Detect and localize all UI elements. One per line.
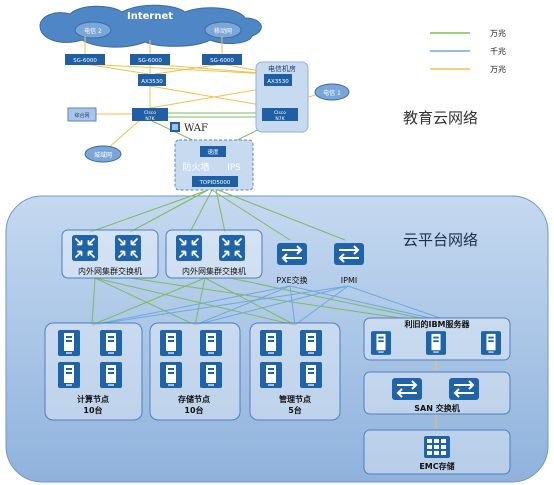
uplink-links <box>89 189 346 241</box>
core-left-model: N7K <box>145 116 155 122</box>
core-left-brand: CIsco <box>144 110 156 116</box>
server-icon <box>200 362 222 388</box>
ips-label: IPS <box>227 163 241 173</box>
server-room-label: 电信机房 <box>268 64 296 73</box>
storage-node-group: 存储节点 10台 <box>149 322 241 421</box>
server-icon <box>160 330 182 356</box>
ax3530-left: AX3530 <box>138 74 166 86</box>
internal-network-box: 综合网 <box>67 107 97 122</box>
san-label: SAN 交换机 <box>414 403 459 413</box>
core-right-model: N7K <box>275 116 285 122</box>
server-icon <box>160 362 182 388</box>
waf-device: WAF <box>170 122 208 134</box>
emc-storage-group: EMC存储 <box>363 429 511 475</box>
legend-label-1: 万兆 <box>490 28 506 38</box>
san-switch-group: SAN 交换机 <box>363 371 511 415</box>
sg-6000-left: SG-6000 <box>65 54 105 65</box>
storage-count: 10台 <box>184 405 203 415</box>
switch-icon <box>176 235 202 261</box>
server-icon <box>300 330 322 356</box>
core-switch-right: CIsco N7K <box>262 108 298 122</box>
sg-6000-mid: SG-6000 <box>130 54 170 65</box>
cloud-isp3-label: 移动网 <box>214 27 232 35</box>
storage-array-icon <box>424 436 450 458</box>
sg-6000-right: SG-6000 <box>202 54 242 65</box>
cluster-switch-pair-left: 内外网集群交换机 <box>61 229 159 279</box>
switch-icon <box>277 243 307 265</box>
mesh-links <box>91 277 441 430</box>
ax-left-label: AX3530 <box>141 79 163 85</box>
mgmt-label: 管理节点 <box>279 394 311 404</box>
ipmi-switch: IPMI <box>334 243 364 285</box>
sg-right-label: SG-6000 <box>210 58 234 64</box>
internal-label: 综合网 <box>74 112 89 119</box>
cloud-campus: 城域网 <box>84 145 122 163</box>
sg-mid-label: SG-6000 <box>138 58 162 64</box>
switch-icon <box>392 378 422 400</box>
cluster-switch-right-label: 内外网集群交换机 <box>182 266 246 276</box>
server-icon <box>426 331 446 355</box>
switch-icon <box>115 235 141 261</box>
switch-icon <box>449 378 479 400</box>
storage-label: 存储节点 <box>177 394 210 404</box>
emc-label: EMC存储 <box>419 461 454 471</box>
server-icon <box>260 330 282 356</box>
section-edu-cloud: 教育云网络 <box>403 109 478 127</box>
legend-label-3: 万兆 <box>490 64 506 74</box>
sg-left-label: SG-6000 <box>73 58 97 64</box>
legend: 万兆 千兆 万兆 <box>430 28 506 74</box>
switch-icon <box>72 235 98 261</box>
cloud-isp1-label: 电信 1 <box>323 89 341 97</box>
core-switch-left: CIsco N7K <box>132 108 168 122</box>
waf-label: WAF <box>184 123 208 134</box>
ibm-label: 利旧的IBM服务器 <box>403 319 470 329</box>
server-icon <box>58 362 80 388</box>
cloud-campus-label: 城域网 <box>94 151 112 159</box>
switch-icon <box>334 243 364 265</box>
firewall-block: 速度 防火墙 IPS TOPID5000 <box>174 139 254 191</box>
management-node-group: 管理节点 5台 <box>249 322 341 421</box>
server-icon <box>371 331 391 355</box>
internet-label: Internet <box>127 11 173 22</box>
server-icon <box>200 330 222 356</box>
cloud-isp2: 电信 2 <box>74 21 112 39</box>
legend-label-2: 千兆 <box>490 46 506 56</box>
server-icon <box>58 330 80 356</box>
server-icon <box>100 362 122 388</box>
cloud-isp2-label: 电信 2 <box>84 27 102 35</box>
core-right-brand: CIsco <box>274 110 286 116</box>
server-icon <box>481 331 501 355</box>
server-icon <box>100 330 122 356</box>
ibm-server-group: 利旧的IBM服务器 <box>363 317 511 361</box>
fw-bottom-label: TOPID5000 <box>199 180 231 186</box>
cluster-switch-pair-right: 内外网集群交换机 <box>165 229 263 279</box>
cloud-isp1: 电信 1 <box>314 83 350 101</box>
ipmi-label: IPMI <box>341 276 357 285</box>
firewall-label: 防火墙 <box>182 161 209 173</box>
pxe-switch: PXE交换 <box>276 243 308 285</box>
mgmt-count: 5台 <box>288 405 302 415</box>
cloud-isp3: 移动网 <box>204 21 242 39</box>
ax-right-label: AX3530 <box>267 79 289 85</box>
server-icon <box>260 362 282 388</box>
cluster-switch-left-label: 内外网集群交换机 <box>78 266 142 276</box>
section-cloud-platform: 云平台网络 <box>403 231 478 249</box>
server-icon <box>300 362 322 388</box>
pxe-label: PXE交换 <box>276 275 307 285</box>
compute-count: 10台 <box>83 405 102 415</box>
compute-node-group: 计算节点 10台 <box>44 322 143 421</box>
ax3530-right: AX3530 <box>264 74 292 86</box>
compute-label: 计算节点 <box>77 394 109 404</box>
switch-icon <box>219 235 245 261</box>
fw-top-label: 速度 <box>207 148 219 156</box>
